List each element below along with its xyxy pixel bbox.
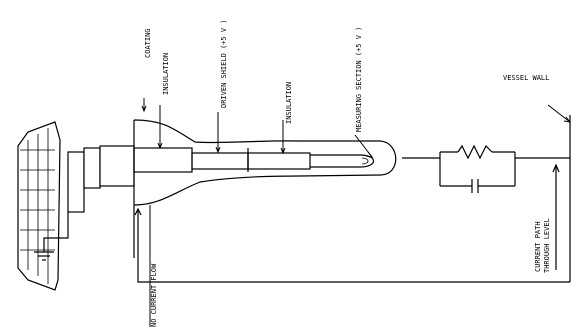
- connector-head: [17, 121, 61, 291]
- connector-flange: [67, 151, 85, 213]
- insulation-block: [133, 147, 193, 173]
- label-current-path-2: THROUGH LEVEL: [543, 218, 551, 273]
- ground-symbol: [34, 212, 69, 261]
- resistor-symbol: [457, 144, 493, 160]
- label-no-current-flow: NO CURRENT FLOW: [150, 263, 158, 327]
- label-arrows: [141, 98, 374, 158]
- connector-block: [99, 145, 135, 187]
- label-coating: COATING: [144, 28, 152, 58]
- label-insulation-2: INSULATION: [285, 82, 293, 124]
- return-path: [137, 210, 570, 283]
- current-path-arrow: [552, 163, 560, 270]
- label-driven-shield: DRIVEN SHIELD (+5 V ): [220, 19, 228, 108]
- rc-network: [402, 144, 570, 193]
- label-insulation-1: INSULATION: [162, 53, 170, 95]
- label-measuring-section: MEASURING SECTION (+5 V ): [355, 27, 363, 132]
- coating-envelope: [133, 119, 397, 206]
- connector-body: [83, 147, 101, 189]
- insulation-2: [247, 152, 311, 170]
- driven-shield: [191, 152, 249, 170]
- measuring-section: [310, 154, 375, 168]
- label-current-path-1: CURRENT PATH: [534, 221, 542, 272]
- label-vessel-wall: VESSEL WALL: [503, 74, 549, 82]
